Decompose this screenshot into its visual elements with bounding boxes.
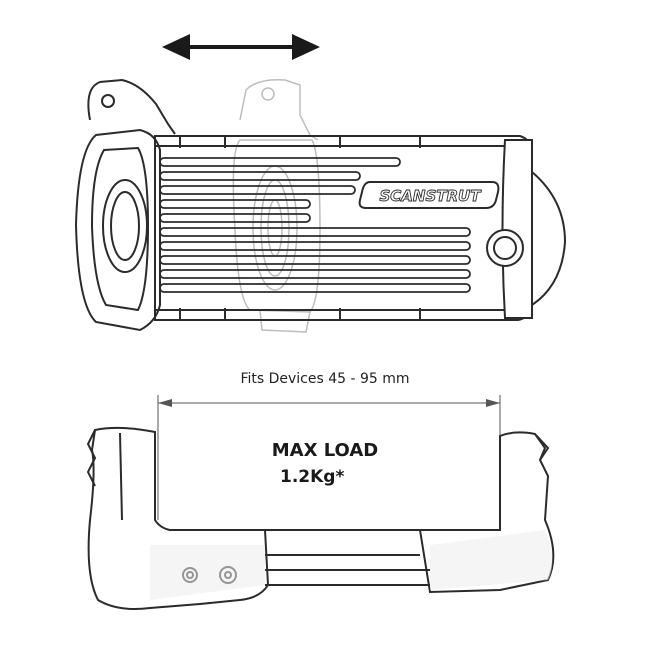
side-view-shading (150, 530, 553, 600)
mount-top-view (74, 78, 567, 332)
ghost-clamp-outline (232, 78, 321, 333)
dimension-label: Fits Devices 45 - 95 mm (240, 371, 410, 387)
mount-side-view (86, 426, 555, 610)
max-load-value: 1.2Kg* (280, 467, 345, 487)
max-load-title: MAX LOAD (271, 440, 379, 461)
double-arrow-icon (162, 34, 320, 60)
brand-logo: SCANSTRUT (380, 187, 483, 205)
